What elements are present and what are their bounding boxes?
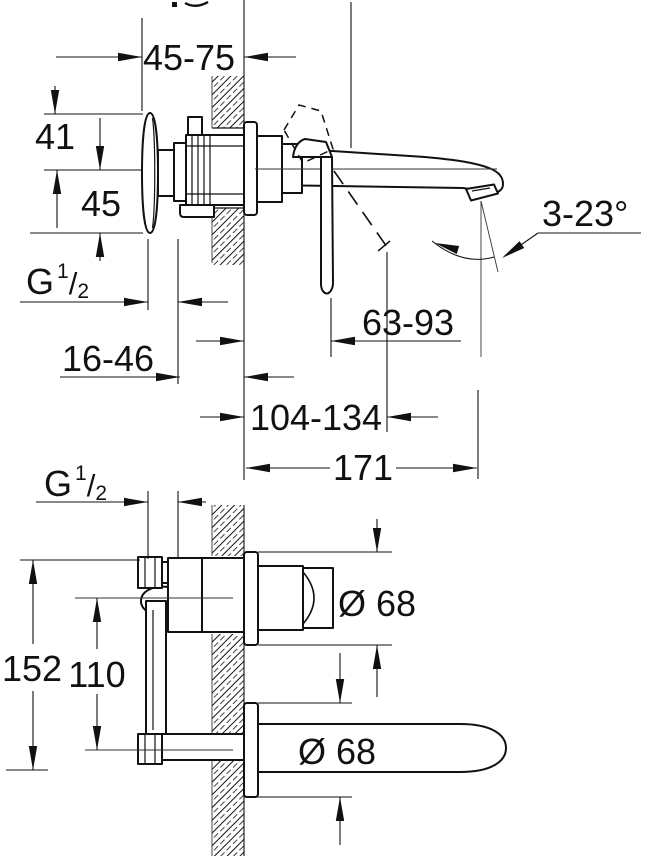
dimension-110: 110 <box>68 598 126 750</box>
spout-tube <box>257 723 507 773</box>
inlet-hex-bottom <box>137 733 163 765</box>
label-depth-range: 45-75 <box>143 37 235 78</box>
label-overall-height: 152 <box>2 648 62 689</box>
concealed-body <box>141 112 245 234</box>
body-bottom-tab <box>179 204 215 218</box>
label-wall-clearance: 16-46 <box>62 338 154 379</box>
label-handle-projection: 63-93 <box>362 302 454 343</box>
dimension-diameter-top: Ø 68 <box>258 519 416 697</box>
wall-section-top-view <box>211 76 244 265</box>
escutcheon-plate <box>243 121 258 216</box>
dimension-104-134: 104-134 <box>200 252 438 438</box>
dimension-16-46: 16-46 <box>60 338 294 382</box>
cartridge-block <box>167 557 203 633</box>
body-top-tab <box>187 116 203 136</box>
label-handle-open-projection: 104-134 <box>250 397 382 438</box>
dimension-45: 45 <box>30 170 143 261</box>
dimension-171: 171 <box>246 390 479 488</box>
dimension-63-93: 63-93 <box>196 298 461 357</box>
lever-handle <box>292 138 334 295</box>
label-spout-angle: 3-23° <box>542 193 628 234</box>
dimension-diameter-bottom: Ø 68 <box>244 653 376 845</box>
label-above-axis: 41 <box>35 116 75 157</box>
escutcheon-plate-top <box>243 551 259 646</box>
dimension-45-75: 45-75 <box>56 18 296 111</box>
body-bar <box>145 600 167 735</box>
escutcheon-plate-bottom <box>243 702 259 798</box>
wall-section-bottom-view <box>211 505 244 856</box>
dimension-spray-angle: 3-23° <box>431 193 641 357</box>
clipped-top-dimension <box>172 0 352 148</box>
spout <box>301 148 504 202</box>
label-escutcheon-bottom-diameter: Ø 68 <box>298 731 376 772</box>
label-spout-reach: 171 <box>333 447 393 488</box>
label-escutcheon-top-diameter: Ø 68 <box>338 583 416 624</box>
dimension-41: 41 <box>35 86 143 171</box>
rough-in-body <box>137 556 244 765</box>
control-cylinder <box>257 565 334 631</box>
dimension-152: 152 <box>2 559 140 771</box>
inlet-hex-top <box>137 556 163 589</box>
label-port-spacing: 110 <box>68 654 125 695</box>
label-below-axis: 45 <box>81 183 121 224</box>
lever-handle-open-dashed <box>283 104 391 252</box>
mounting-flange <box>141 112 159 234</box>
